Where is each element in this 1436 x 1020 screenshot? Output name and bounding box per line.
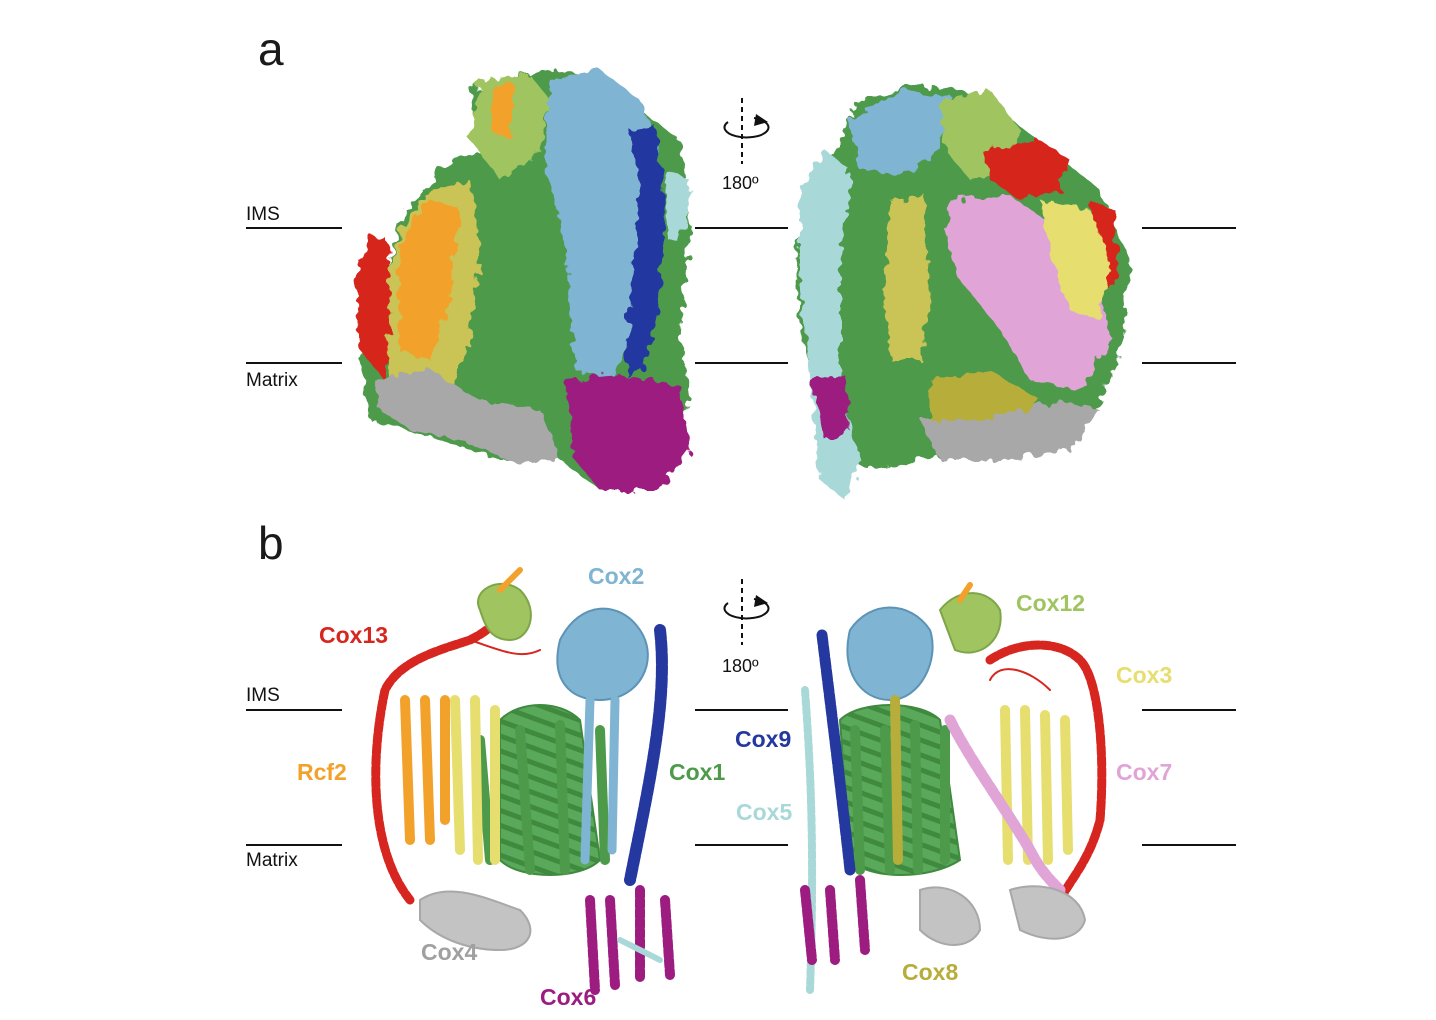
ims-line-mid-b — [695, 709, 788, 711]
rotation-angle-a: 180º — [722, 173, 759, 193]
panel-label-b: b — [258, 517, 284, 569]
density-map-front — [355, 70, 690, 490]
matrix-line-left-a — [246, 362, 342, 364]
label-cox3: Cox3 — [1116, 662, 1173, 688]
label-cox4: Cox4 — [421, 939, 478, 965]
matrix-line-mid-b — [695, 844, 788, 846]
ims-line-right-a — [1142, 227, 1236, 229]
label-cox6: Cox6 — [540, 984, 597, 1010]
rotate-180-icon-b — [710, 577, 780, 647]
label-cox8: Cox8 — [902, 959, 959, 985]
matrix-label-a: Matrix — [246, 370, 298, 391]
label-cox13: Cox13 — [319, 622, 389, 648]
ims-label-a: IMS — [246, 204, 280, 225]
label-cox1: Cox1 — [669, 759, 726, 785]
ims-line-left-a — [246, 227, 342, 229]
label-cox5: Cox5 — [736, 799, 793, 825]
ims-line-left-b — [246, 709, 342, 711]
rotation-angle-b: 180º — [722, 656, 759, 676]
ims-label-b: IMS — [246, 685, 280, 706]
rotate-180-icon — [710, 96, 780, 166]
matrix-line-mid-a — [695, 362, 788, 364]
panel-label-a: a — [258, 23, 284, 75]
ribbon-model-front — [371, 567, 675, 995]
ims-line-mid-a — [695, 227, 788, 229]
density-map-back — [795, 85, 1130, 500]
ims-line-right-b — [1142, 709, 1236, 711]
label-cox2: Cox2 — [588, 563, 645, 589]
matrix-line-left-b — [246, 844, 342, 846]
label-cox12: Cox12 — [1016, 590, 1086, 616]
matrix-line-right-b — [1142, 844, 1236, 846]
label-rcf2: Rcf2 — [297, 759, 347, 785]
matrix-label-b: Matrix — [246, 850, 298, 871]
matrix-line-right-a — [1142, 362, 1236, 364]
label-cox9: Cox9 — [735, 726, 792, 752]
label-cox7: Cox7 — [1116, 759, 1173, 785]
ribbon-model-back — [800, 582, 1107, 994]
